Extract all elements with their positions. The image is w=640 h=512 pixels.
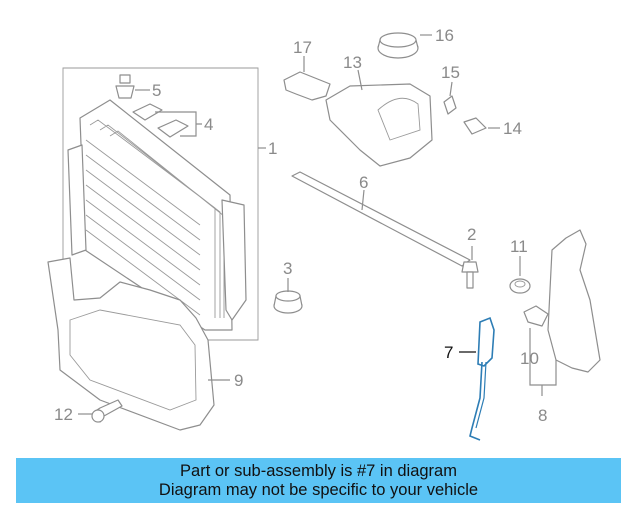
info-banner: Part or sub-assembly is #7 in diagram Di… [16,458,621,503]
radiator-right-tank [221,199,247,321]
sensor-15 [443,95,457,115]
grommet-3 [273,290,303,314]
callout-10: 10 [520,349,539,368]
hose-14 [463,117,487,135]
air-duct-8 [547,229,601,373]
seal-strip-6 [291,171,471,267]
callout-11: 11 [510,237,528,256]
callout-15: 15 [441,63,460,82]
callout-12: 12 [54,405,73,424]
parts-diagram: 1 2 3 4 5 6 7 8 9 10 11 12 13 14 15 16 1… [47,26,601,441]
bracket-7-highlighted [469,316,495,441]
clips-4 [132,103,189,138]
callout-17: 17 [293,38,312,57]
radiator-fins [85,119,225,318]
callout-2: 2 [467,225,476,244]
clip-10 [523,305,549,327]
bolt-2 [461,261,479,289]
leader-lines [78,34,557,415]
radiator-part [62,67,259,341]
bolt-5 [115,74,135,99]
callout-4: 4 [204,115,213,134]
callout-8: 8 [538,406,547,425]
callout-6: 6 [359,173,368,192]
bracket-17 [283,71,331,101]
callout-labels: 1 2 3 4 5 6 7 8 9 10 11 12 13 14 15 16 1… [54,26,547,425]
radiator-group-bracket [62,67,259,341]
callout-5: 5 [152,81,161,100]
expansion-tank-13 [325,83,433,167]
callout-1: 1 [268,139,277,158]
banner-line-disclaimer: Diagram may not be specific to your vehi… [158,480,479,499]
callout-7: 7 [444,343,453,362]
callout-13: 13 [343,53,362,72]
banner-line-part-number: Part or sub-assembly is #7 in diagram [180,461,457,480]
callout-9: 9 [234,371,243,390]
support-panel-inner [69,309,197,411]
callout-16: 16 [435,26,454,45]
radiator-left-tank [67,144,87,256]
nut-11 [509,278,531,294]
expansion-tank-detail [377,97,421,141]
radiator-support-panel [47,257,215,431]
tank-cap-16 [377,32,419,59]
callout-14: 14 [503,119,522,138]
callout-3: 3 [283,259,292,278]
screw-12 [91,399,123,423]
